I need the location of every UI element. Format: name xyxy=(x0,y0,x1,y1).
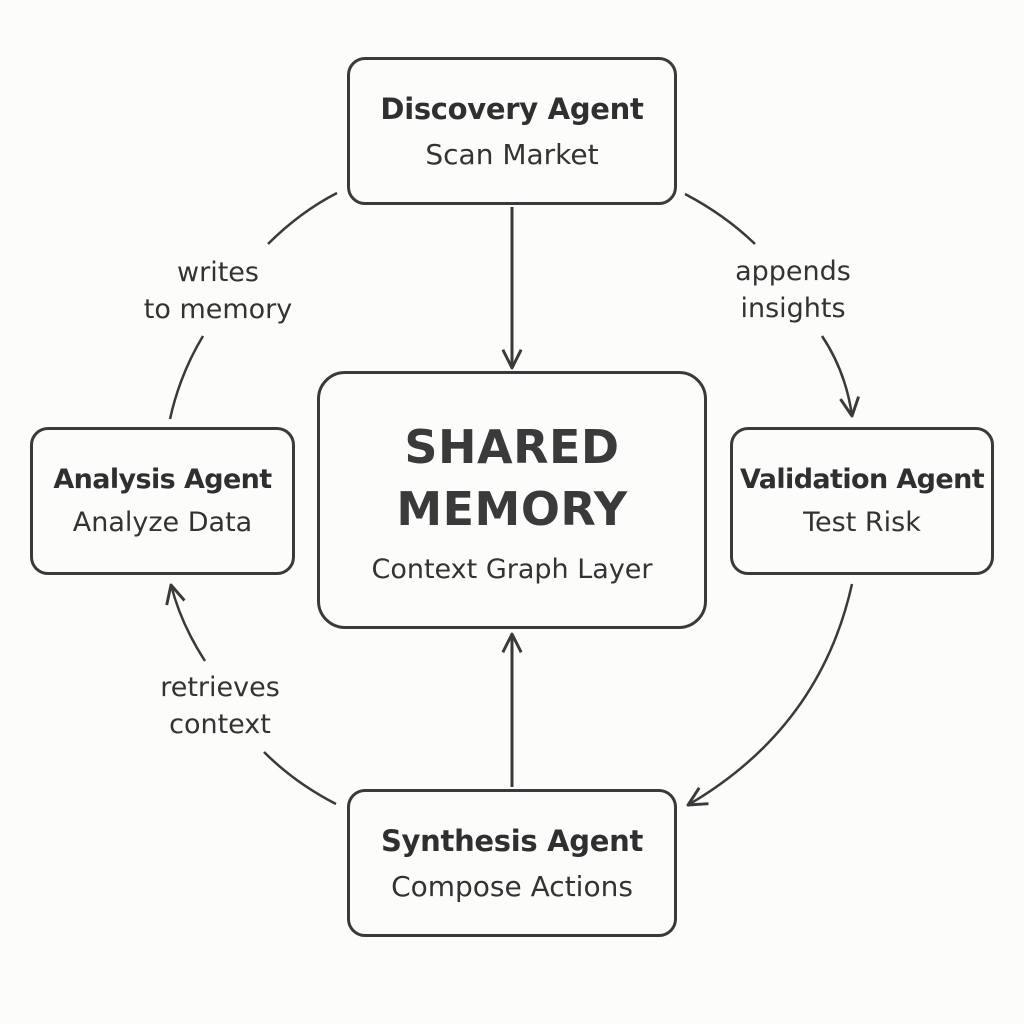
edge-label-appends-insights: appends insights xyxy=(703,253,883,327)
validation-agent-title: Validation Agent xyxy=(739,464,985,495)
edge-label-writes-line1: writes xyxy=(177,257,259,288)
edge-discovery-to-validation-upper xyxy=(684,192,756,245)
synthesis-agent-node[interactable]: Synthesis Agent Compose Actions xyxy=(347,789,677,937)
validation-agent-node[interactable]: Validation Agent Test Risk xyxy=(730,427,994,575)
discovery-agent-subtitle: Scan Market xyxy=(425,137,599,171)
edge-discovery-to-validation-lower xyxy=(820,335,860,418)
analysis-agent-node[interactable]: Analysis Agent Analyze Data xyxy=(30,427,295,575)
synthesis-agent-subtitle: Compose Actions xyxy=(391,869,633,903)
synthesis-agent-title: Synthesis Agent xyxy=(380,823,644,858)
shared-memory-subtitle: Context Graph Layer xyxy=(371,553,653,585)
discovery-agent-node[interactable]: Discovery Agent Scan Market xyxy=(347,57,677,205)
edge-analysis-to-discovery-lower xyxy=(168,335,205,420)
edge-synthesis-to-analysis-lower xyxy=(263,751,337,806)
edge-validation-to-synthesis xyxy=(686,583,854,807)
edge-label-writes-to-memory: writes to memory xyxy=(128,254,308,328)
shared-memory-node[interactable]: SHARED MEMORY Context Graph Layer xyxy=(317,371,707,629)
edge-synthesis-to-analysis-upper xyxy=(165,583,207,662)
edge-label-retrieves-context: retrieves context xyxy=(130,669,310,743)
analysis-agent-subtitle: Analyze Data xyxy=(72,507,253,538)
shared-memory-title: SHARED MEMORY xyxy=(396,419,628,536)
discovery-agent-title: Discovery Agent xyxy=(380,91,644,126)
validation-agent-subtitle: Test Risk xyxy=(803,507,921,538)
analysis-agent-title: Analysis Agent xyxy=(53,464,272,495)
edge-analysis-to-discovery-upper xyxy=(267,191,338,245)
edge-label-appends-line2: insights xyxy=(740,293,846,324)
edge-label-retrieves-line1: retrieves xyxy=(160,672,280,703)
edge-label-appends-line1: appends xyxy=(735,256,851,287)
edge-label-retrieves-line2: context xyxy=(169,709,271,740)
edge-label-writes-line2: to memory xyxy=(143,294,293,325)
